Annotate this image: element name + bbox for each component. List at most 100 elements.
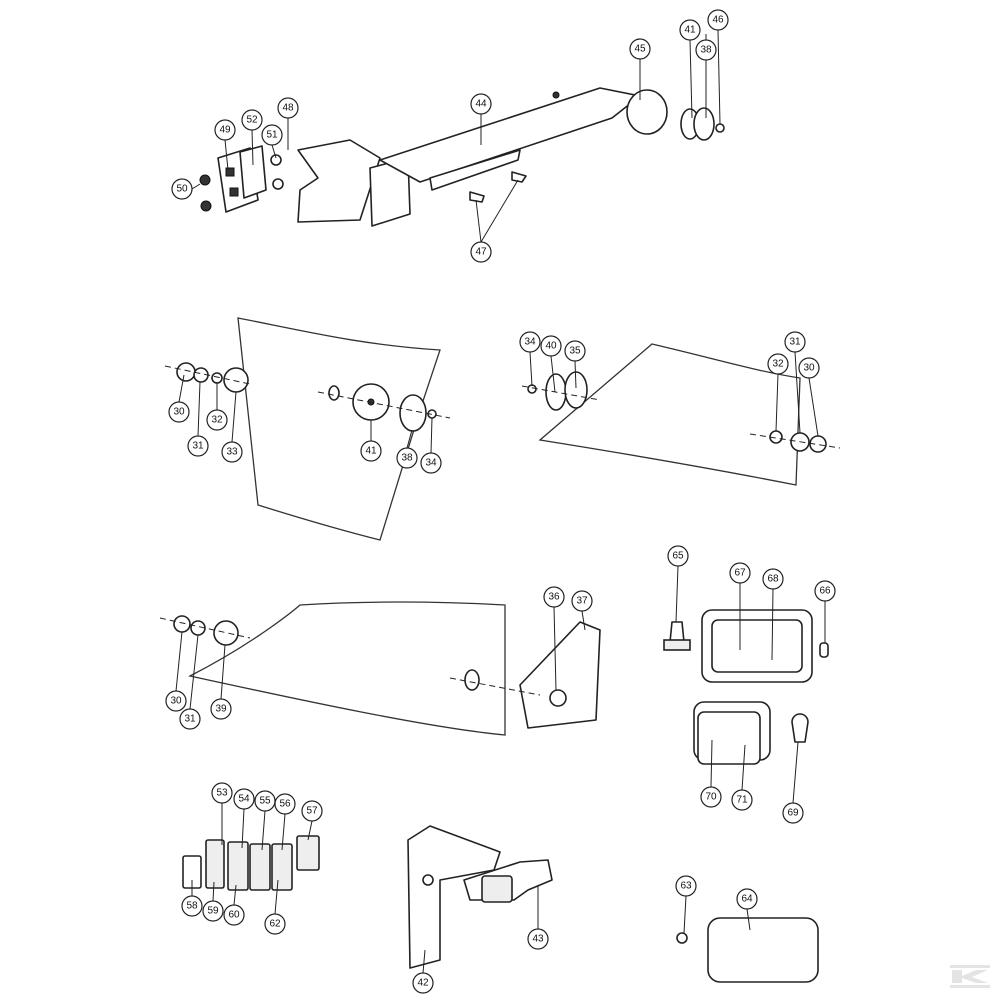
callout-32-right: 32: [767, 353, 789, 375]
svg-text:45: 45: [634, 44, 646, 55]
svg-text:41: 41: [684, 25, 696, 36]
callout-34-left: 34: [420, 452, 442, 474]
svg-text:41: 41: [365, 446, 377, 457]
svg-text:34: 34: [425, 458, 437, 469]
svg-text:44: 44: [475, 99, 487, 110]
svg-text:38: 38: [700, 45, 712, 56]
callout-34-right: 34: [519, 331, 541, 353]
svg-text:30: 30: [170, 696, 182, 707]
callout-47: 47: [470, 241, 492, 263]
svg-text:71: 71: [736, 795, 748, 806]
callout-65: 65: [667, 545, 689, 567]
switches-group: [182, 835, 320, 891]
callout-58: 58: [181, 895, 203, 917]
svg-text:65: 65: [672, 551, 684, 562]
svg-text:35: 35: [569, 346, 581, 357]
leader-lines: [175, 29, 826, 974]
callout-57: 57: [301, 800, 323, 822]
svg-text:63: 63: [680, 881, 692, 892]
svg-text:50: 50: [176, 184, 188, 195]
callout-30-left: 30: [168, 401, 190, 423]
callout-68: 68: [762, 568, 784, 590]
callout-52: 52: [241, 109, 263, 131]
mirror-arm-assembly: [199, 87, 725, 227]
callout-30-lower: 30: [165, 690, 187, 712]
svg-text:67: 67: [734, 568, 746, 579]
callout-44: 44: [470, 93, 492, 115]
svg-text:31: 31: [192, 441, 204, 452]
callout-56: 56: [274, 793, 296, 815]
callout-38-top: 38: [695, 39, 717, 61]
callout-49: 49: [214, 119, 236, 141]
callout-67: 67: [729, 562, 751, 584]
svg-text:64: 64: [741, 894, 753, 905]
lights-group: [663, 609, 829, 983]
callout-62: 62: [264, 913, 286, 935]
mirror-lower-assembly: [159, 601, 601, 736]
svg-text:68: 68: [767, 574, 779, 585]
callout-36: 36: [543, 586, 565, 608]
svg-text:49: 49: [219, 125, 231, 136]
svg-text:59: 59: [207, 906, 219, 917]
svg-text:40: 40: [545, 341, 557, 352]
svg-text:62: 62: [269, 919, 281, 930]
svg-text:32: 32: [211, 415, 223, 426]
callout-51: 51: [261, 124, 283, 146]
callout-39: 39: [210, 698, 232, 720]
svg-text:31: 31: [789, 337, 801, 348]
svg-text:34: 34: [524, 337, 536, 348]
svg-text:70: 70: [705, 792, 717, 803]
svg-text:36: 36: [548, 592, 560, 603]
svg-text:69: 69: [787, 808, 799, 819]
callout-31-lower: 31: [179, 708, 201, 730]
callout-50: 50: [171, 178, 193, 200]
callout-37: 37: [571, 590, 593, 612]
callout-43: 43: [527, 928, 549, 950]
callout-41-top: 41: [679, 19, 701, 41]
callout-31-left: 31: [187, 435, 209, 457]
callouts: 49 52 48 51 50 44 45 41 38 46 47 30 31 3…: [165, 9, 836, 994]
svg-text:48: 48: [282, 103, 294, 114]
svg-text:58: 58: [186, 901, 198, 912]
svg-text:60: 60: [228, 910, 240, 921]
callout-40: 40: [540, 335, 562, 357]
svg-text:55: 55: [259, 796, 271, 807]
svg-text:37: 37: [576, 596, 588, 607]
svg-text:66: 66: [819, 586, 831, 597]
svg-text:56: 56: [279, 799, 291, 810]
callout-64: 64: [736, 888, 758, 910]
callout-45: 45: [629, 38, 651, 60]
svg-text:47: 47: [475, 247, 487, 258]
callout-66: 66: [814, 580, 836, 602]
callout-46: 46: [707, 9, 729, 31]
svg-text:38: 38: [401, 453, 413, 464]
callout-53: 53: [211, 782, 233, 804]
callout-35: 35: [564, 340, 586, 362]
svg-text:42: 42: [417, 978, 429, 989]
callout-31-right: 31: [784, 331, 806, 353]
callout-48: 48: [277, 97, 299, 119]
svg-text:32: 32: [772, 359, 784, 370]
svg-text:52: 52: [246, 115, 258, 126]
callout-42: 42: [412, 972, 434, 994]
callout-70: 70: [700, 786, 722, 808]
svg-text:54: 54: [238, 794, 250, 805]
callout-60: 60: [223, 904, 245, 926]
callout-71: 71: [731, 789, 753, 811]
svg-text:57: 57: [306, 806, 318, 817]
svg-text:51: 51: [266, 130, 278, 141]
svg-text:39: 39: [215, 704, 227, 715]
svg-text:33: 33: [226, 447, 238, 458]
callout-63: 63: [675, 875, 697, 897]
callout-33: 33: [221, 441, 243, 463]
svg-text:30: 30: [803, 363, 815, 374]
mirror-left-assembly: [164, 317, 451, 541]
svg-text:46: 46: [712, 15, 724, 26]
callout-54: 54: [233, 788, 255, 810]
svg-text:31: 31: [184, 714, 196, 725]
mirror-bracket-bottom: [407, 825, 553, 969]
callout-59: 59: [202, 900, 224, 922]
svg-text:53: 53: [216, 788, 228, 799]
